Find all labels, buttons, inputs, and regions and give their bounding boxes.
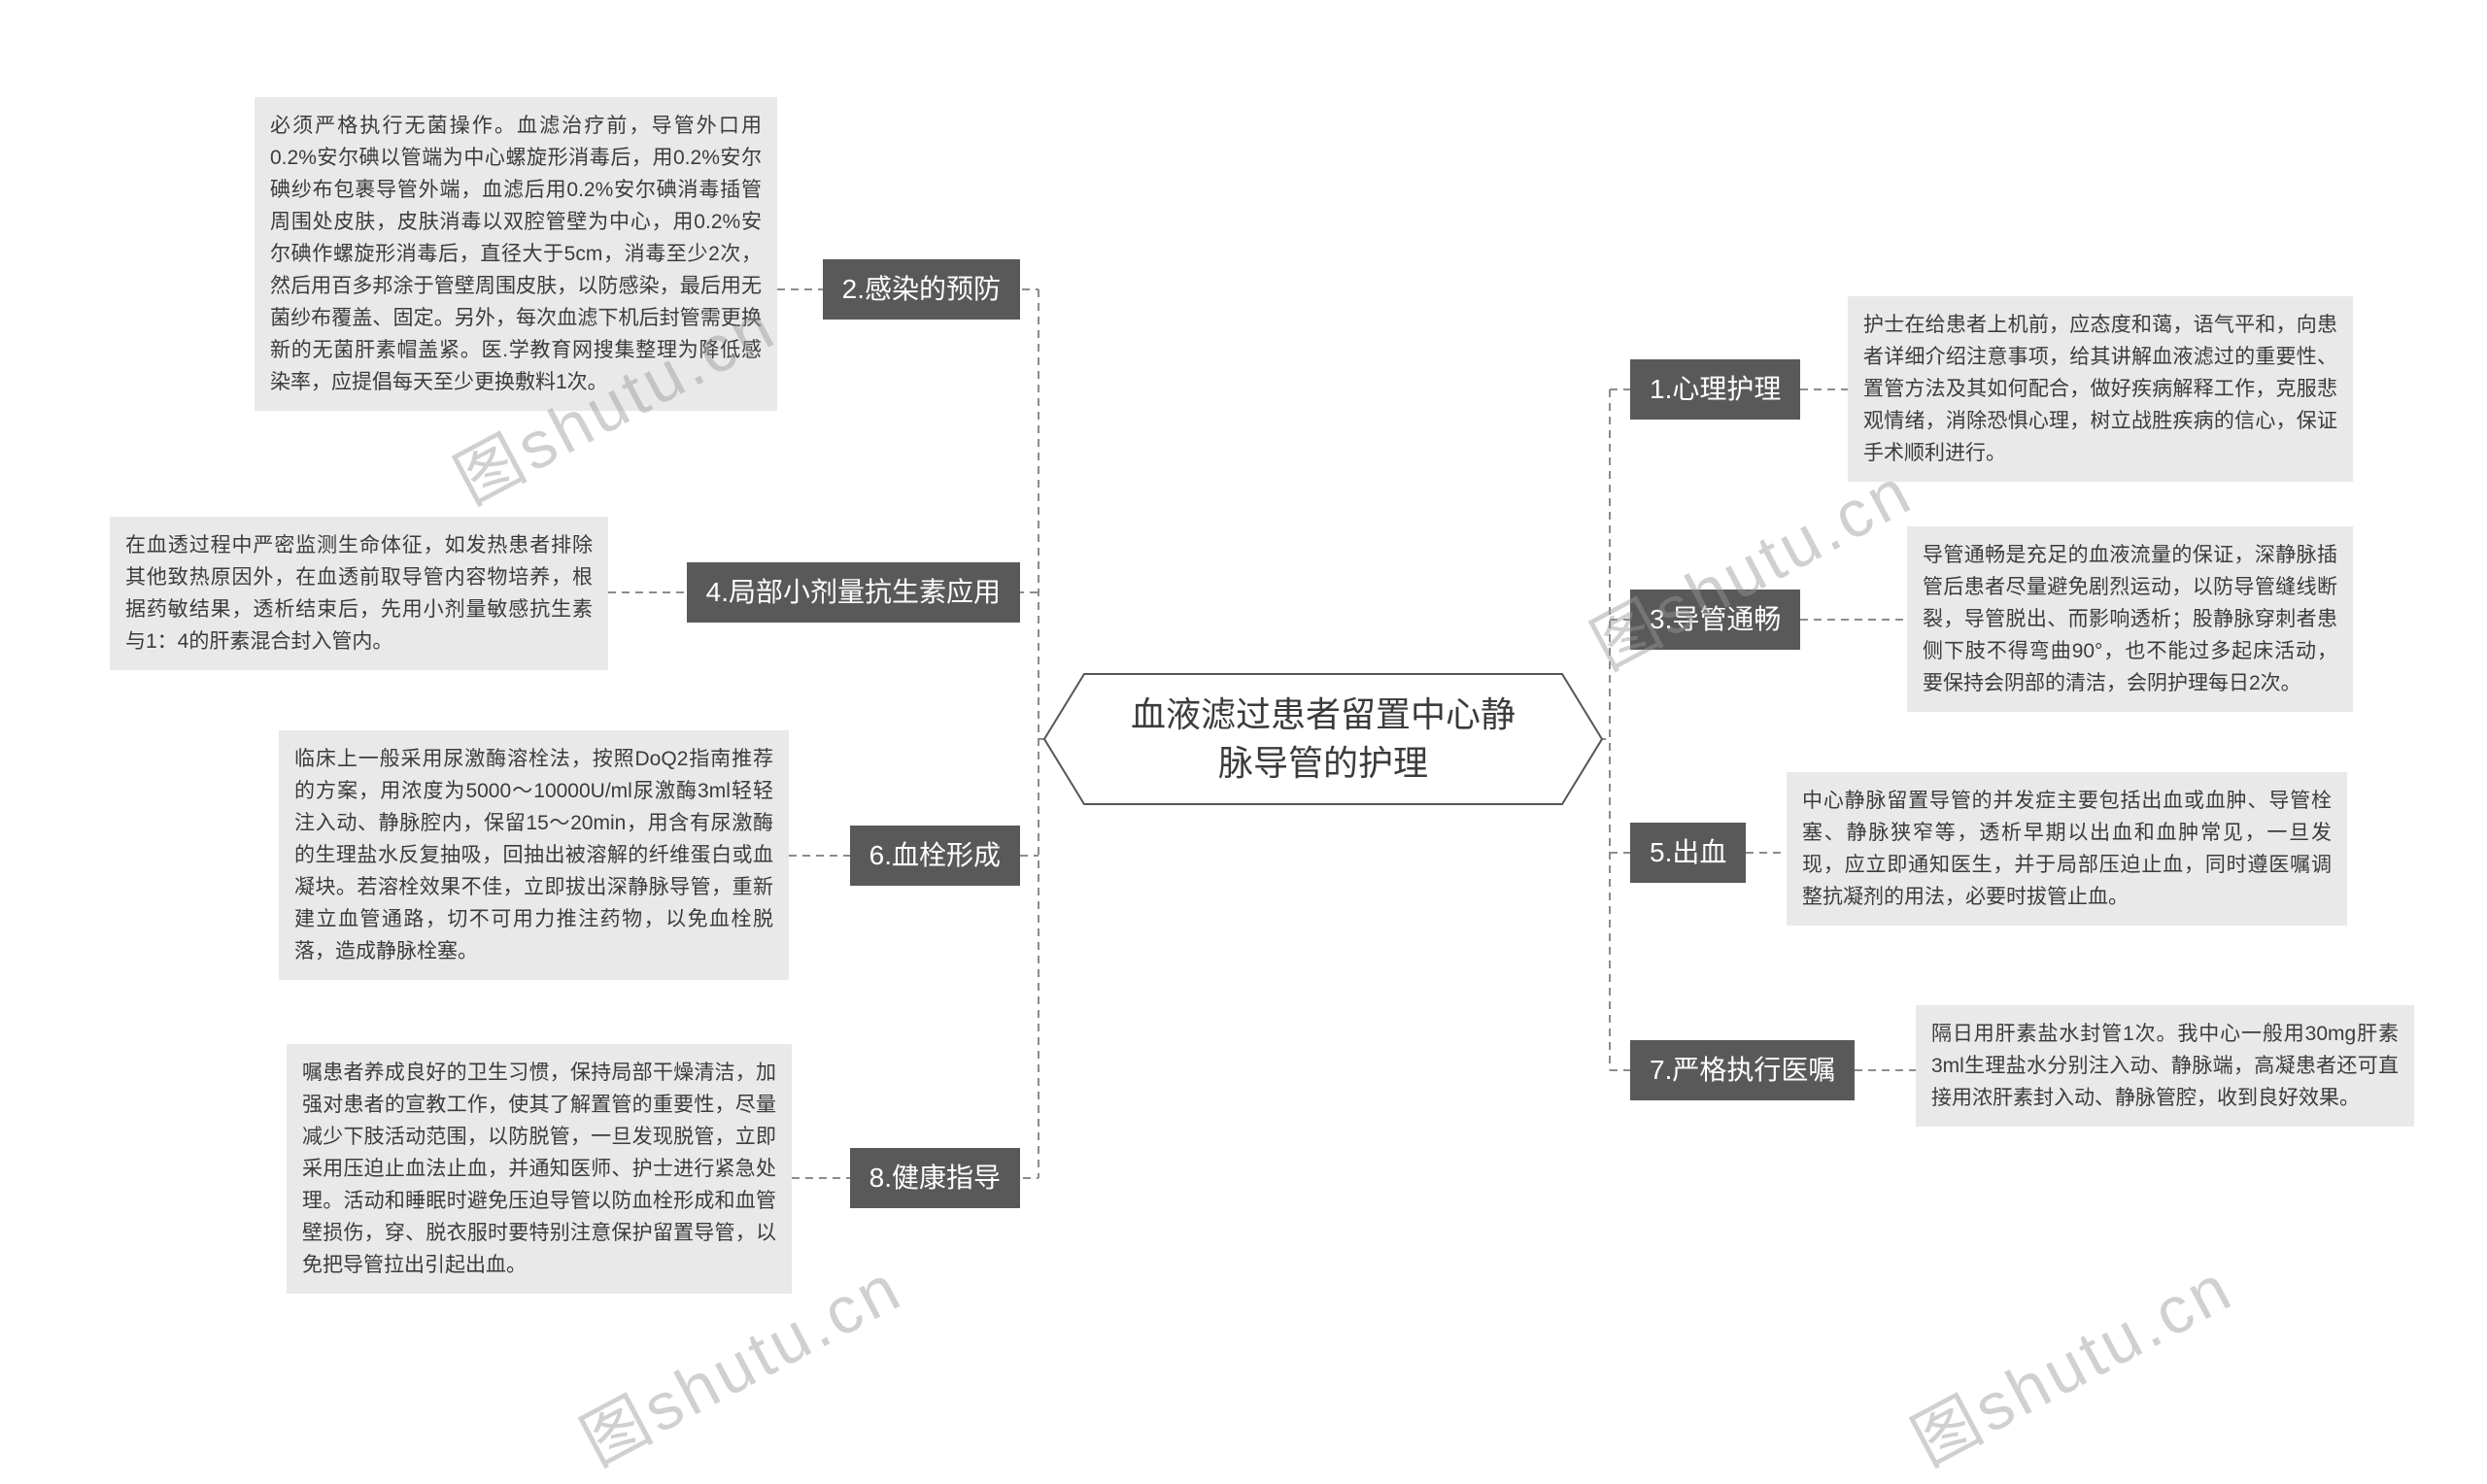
detail-follow-doctor-orders[interactable]: 隔日用肝素盐水封管1次。我中心一般用30mg肝素3ml生理盐水分别注入动、静脉端… bbox=[1916, 1005, 2414, 1127]
node-health-guidance[interactable]: 8.健康指导 bbox=[849, 1148, 1020, 1208]
node-follow-doctor-orders[interactable]: 7.严格执行医嘱 bbox=[1630, 1040, 1856, 1100]
node-psychological-care[interactable]: 1.心理护理 bbox=[1630, 359, 1801, 420]
node-bleeding[interactable]: 5.出血 bbox=[1630, 823, 1747, 883]
detail-catheter-patency[interactable]: 导管通畅是充足的血液流量的保证，深静脉插管后患者尽量避免剧烈运动，以防导管缝线断… bbox=[1907, 526, 2353, 712]
detail-thrombosis[interactable]: 临床上一般采用尿激酶溶栓法，按照DoQ2指南推荐的方案，用浓度为5000～100… bbox=[279, 730, 789, 980]
node-thrombosis[interactable]: 6.血栓形成 bbox=[849, 826, 1020, 886]
node-catheter-patency[interactable]: 3.导管通畅 bbox=[1630, 590, 1801, 650]
detail-local-antibiotics[interactable]: 在血透过程中严密监测生命体征，如发热患者排除其他致热原因外，在血透前取导管内容物… bbox=[110, 517, 608, 670]
mindmap-canvas: 血液滤过患者留置中心静脉导管的护理 必须严格执行无菌操作。血滤治疗前，导管外口用… bbox=[110, 97, 2414, 1480]
hexagon-shape-icon bbox=[1043, 673, 1603, 805]
central-topic-text: 血液滤过患者留置中心静脉导管的护理 bbox=[1130, 694, 1516, 783]
detail-bleeding[interactable]: 中心静脉留置导管的并发症主要包括出血或血肿、导管栓塞、静脉狭窄等，透析早期以出血… bbox=[1787, 772, 2347, 926]
detail-psychological-care[interactable]: 护士在给患者上机前，应态度和蔼，语气平和，向患者详细介绍注意事项，给其讲解血液滤… bbox=[1848, 296, 2353, 482]
node-local-antibiotics[interactable]: 4.局部小剂量抗生素应用 bbox=[686, 562, 1020, 623]
detail-infection-prevention[interactable]: 必须严格执行无菌操作。血滤治疗前，导管外口用0.2%安尔碘以管端为中心螺旋形消毒… bbox=[255, 97, 777, 411]
detail-health-guidance[interactable]: 嘱患者养成良好的卫生习惯，保持局部干燥清洁，加强对患者的宣教工作，使其了解置管的… bbox=[287, 1044, 792, 1294]
central-topic[interactable]: 血液滤过患者留置中心静脉导管的护理 bbox=[1043, 672, 1603, 806]
node-infection-prevention[interactable]: 2.感染的预防 bbox=[822, 259, 1020, 320]
